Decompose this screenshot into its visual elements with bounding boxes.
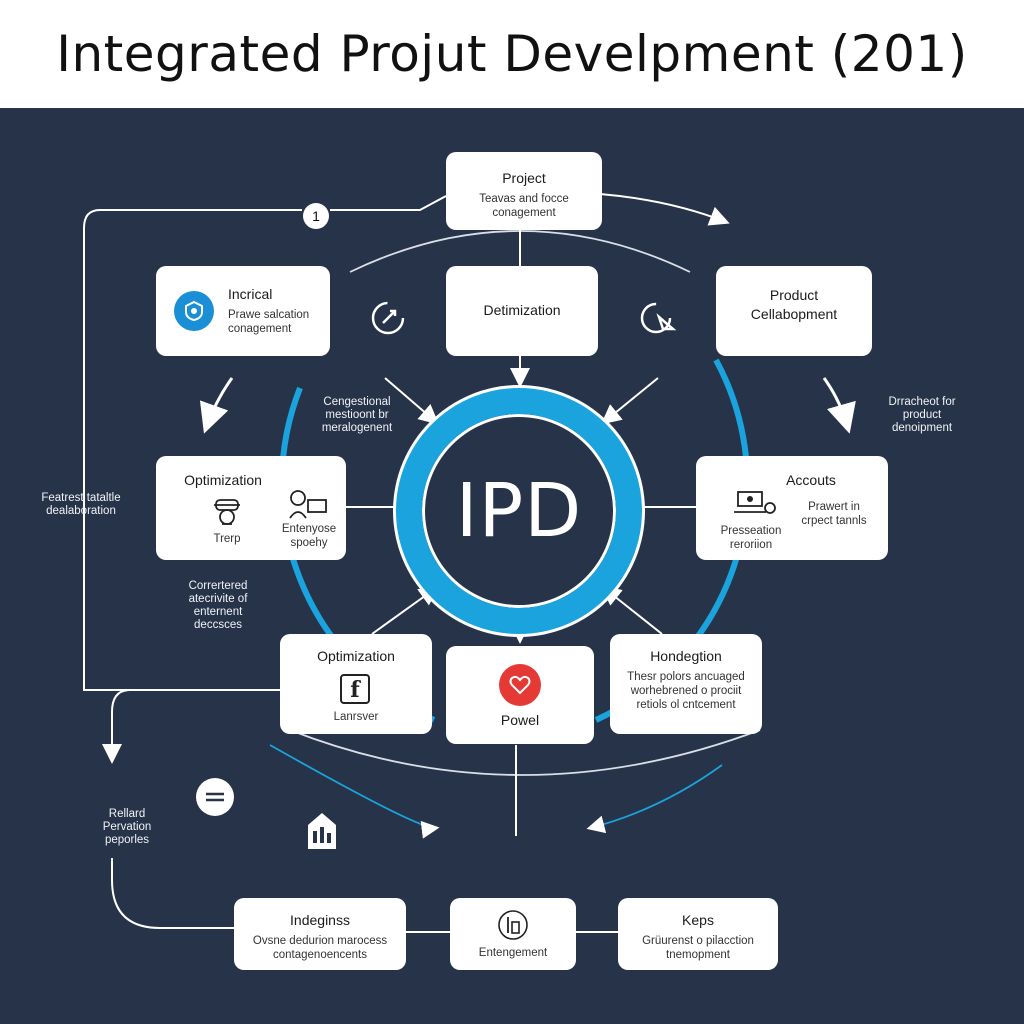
accouts-title: Accouts [786,472,836,488]
tools-icon [496,908,530,942]
keps-subtitle: Grüurenst o pilacction tnemopment [642,935,754,961]
header: Integrated Projut Develpment (201) [0,0,1024,108]
keps-title: Keps [682,912,714,928]
incrical-subtitle: Prawe salcation conagement [228,309,310,335]
robot-icon [210,496,244,528]
building-icon [304,808,340,852]
product-box: Product Cellabopment [716,266,872,356]
accouts-right-caption: Prawert in crpect tannls [801,501,867,527]
indeginss-title: Indeginss [290,912,350,928]
menu-lines-icon [196,778,234,816]
ipd-label: IPD [455,468,583,554]
optimization-left-caption: Trerp [213,533,241,545]
shield-icon [174,291,214,331]
annotation-left-upper: Cengestional mestioont br meralogenent [321,396,393,434]
step-number-badge: 1 [303,203,329,229]
hondegtion-title: Hondegtion [650,648,722,664]
product-title: Product Cellabopment [750,287,838,322]
detimization-box: Detimization [446,266,598,356]
annotation-far-left: Featrest tataltle dealaboration [41,492,121,517]
keps-box: Keps Grüurenst o pilacction tnemopment [618,898,778,970]
accouts-box: Accouts Presseation reroriion Prawert in… [696,456,888,560]
annotation-bottom-left: Rellard Pervation peporles [102,808,152,846]
powel-title: Powel [500,712,540,728]
person-desk-icon [286,488,332,520]
annotation-left-lower: Corrertered atecrivite of enternent decc… [188,580,248,631]
ipd-center-ring: IPD [396,388,642,634]
presentation-icon [732,490,778,520]
annotation-right-upper: Drracheot for product denoipment [888,396,956,434]
optimization-left-right-caption: Entenyose spoehy [281,523,337,549]
optimization-bottom-box: Optimization f Lanrsver [280,634,432,734]
project-subtitle: Teavas and focce conagement [479,193,569,219]
powel-box: Powel [446,646,594,744]
detimization-title: Detimization [483,302,561,318]
accouts-left-caption: Presseation reroriion [720,525,782,551]
incrical-box: Incrical Prawe salcation conagement [156,266,330,356]
heart-icon [499,664,541,706]
incrical-title: Incrical [228,286,273,302]
optimization-bottom-title: Optimization [317,648,395,664]
cycle-icon [636,298,680,338]
hondegtion-box: Hondegtion Thesr polors ancuaged worhebr… [610,634,762,734]
optimization-left-title: Optimization [184,472,262,488]
facebook-icon: f [340,674,370,704]
indeginss-subtitle: Ovsne dedurion marocess contagenoencents [252,935,388,961]
project-box: Project Teavas and focce conagement [446,152,602,230]
entengement-box: Entengement [450,898,576,970]
entengement-label: Entengement [478,947,548,959]
hondegtion-subtitle: Thesr polors ancuaged worhebrened o proc… [627,671,745,711]
page-title: Integrated Projut Develpment (201) [56,25,968,83]
optimization-left-box: Optimization Trerp Entenyose spoehy [156,456,346,560]
refresh-arrow-icon [368,298,408,338]
project-title: Project [502,170,546,186]
indeginss-box: Indeginss Ovsne dedurion marocess contag… [234,898,406,970]
optimization-bottom-subtitle: Lanrsver [333,711,379,723]
